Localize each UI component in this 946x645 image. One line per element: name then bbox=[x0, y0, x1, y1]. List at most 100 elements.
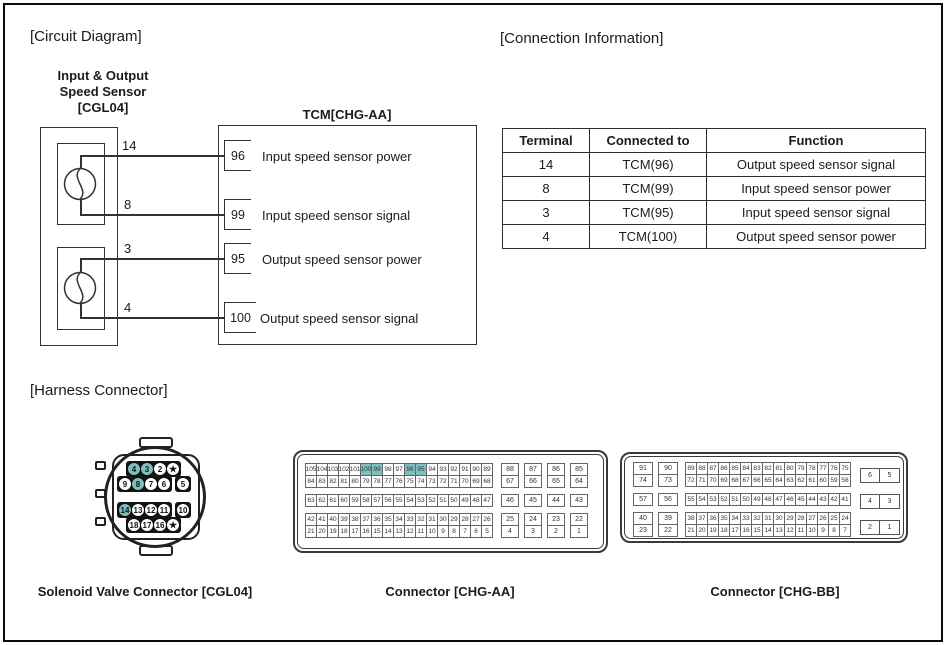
harness-connector-title: [Harness Connector] bbox=[30, 382, 168, 399]
tcm-pin-95-function: Output speed sensor power bbox=[262, 252, 422, 267]
pin-89: 89 bbox=[481, 463, 493, 476]
chgaa-connector-label: Connector [CHG-AA] bbox=[385, 584, 515, 599]
wire-4 bbox=[80, 317, 228, 319]
pin-56: 56 bbox=[658, 493, 678, 506]
pin-2: 2 bbox=[547, 525, 565, 538]
connector-side-lug bbox=[95, 461, 106, 470]
wire-8-stub bbox=[80, 200, 82, 215]
wire-3 bbox=[80, 258, 228, 260]
tcm-pin-99-function: Input speed sensor signal bbox=[262, 208, 411, 223]
pin-47: 47 bbox=[773, 493, 785, 506]
pin-74: 74 bbox=[633, 474, 653, 487]
pin-16: 16 bbox=[153, 518, 167, 532]
pin-1: 1 bbox=[570, 525, 588, 538]
connected-to-cell: TCM(100) bbox=[589, 224, 707, 249]
pin-block-gap bbox=[305, 506, 593, 513]
pin-block-gap bbox=[633, 486, 851, 493]
pin-block-gap bbox=[305, 487, 593, 494]
chgaa-inner-outline bbox=[297, 454, 604, 549]
speed-sensor-symbol bbox=[63, 271, 97, 305]
pin-strip: 5 bbox=[175, 476, 191, 492]
chgbb-inner-outline bbox=[624, 456, 904, 539]
connection-table-header-row: Terminal Connected to Function bbox=[502, 128, 926, 153]
pin-21: 21 bbox=[305, 525, 317, 538]
header-terminal: Terminal bbox=[502, 128, 590, 153]
function-cell: Input speed sensor power bbox=[706, 176, 926, 201]
pin-65: 65 bbox=[547, 475, 565, 488]
pin-25: 25 bbox=[501, 513, 519, 526]
tcm-pin-100: 100 bbox=[224, 302, 256, 333]
connected-to-cell: TCM(99) bbox=[589, 176, 707, 201]
pin-3: 3 bbox=[140, 462, 154, 476]
sensor-label-line2: Speed Sensor bbox=[59, 84, 147, 99]
pin-51: 51 bbox=[729, 493, 741, 506]
circuit-diagram-title: [Circuit Diagram] bbox=[30, 28, 142, 45]
pin-4: 4 bbox=[860, 494, 880, 509]
connected-to-cell: TCM(96) bbox=[589, 152, 707, 177]
speed-sensor-symbol bbox=[63, 167, 97, 201]
pin-10: 10 bbox=[176, 503, 190, 517]
pin-66: 66 bbox=[751, 474, 763, 487]
pin-8: 8 bbox=[131, 477, 145, 491]
tcm-pin-96: 96 bbox=[224, 140, 251, 171]
star-pin: ★ bbox=[166, 518, 180, 532]
pin-41: 41 bbox=[839, 493, 851, 506]
function-cell: Input speed sensor signal bbox=[706, 200, 926, 225]
pin-23: 23 bbox=[633, 524, 653, 537]
star-pin: ★ bbox=[166, 462, 180, 476]
cgl04-connector-label: Solenoid Valve Connector [CGL04] bbox=[37, 584, 253, 599]
chgbb-connector-label: Connector [CHG-BB] bbox=[710, 584, 840, 599]
pin-6: 6 bbox=[157, 477, 171, 491]
pin-11: 11 bbox=[157, 503, 171, 517]
pin-4: 4 bbox=[127, 462, 141, 476]
sensor-pin-3: 3 bbox=[124, 241, 132, 256]
pin-22: 22 bbox=[658, 524, 678, 537]
pin-3: 3 bbox=[524, 525, 542, 538]
pin-4: 4 bbox=[501, 525, 519, 538]
pin-18: 18 bbox=[718, 524, 730, 537]
pin-50: 50 bbox=[740, 493, 752, 506]
pin-83: 83 bbox=[316, 475, 328, 488]
terminal-cell: 14 bbox=[502, 152, 590, 177]
pin-90: 90 bbox=[658, 462, 678, 475]
pin-7: 7 bbox=[144, 477, 158, 491]
pin-3: 3 bbox=[880, 494, 900, 509]
cgl04-pin-housing bbox=[112, 454, 200, 540]
pin-44: 44 bbox=[547, 494, 565, 507]
terminal-cell: 3 bbox=[502, 200, 590, 225]
sensor-label-line3: [CGL04] bbox=[77, 100, 129, 115]
output-speed-sensor-box bbox=[57, 247, 105, 330]
pin-67: 67 bbox=[501, 475, 519, 488]
pin-14: 14 bbox=[382, 525, 394, 538]
wire-8 bbox=[80, 214, 228, 216]
